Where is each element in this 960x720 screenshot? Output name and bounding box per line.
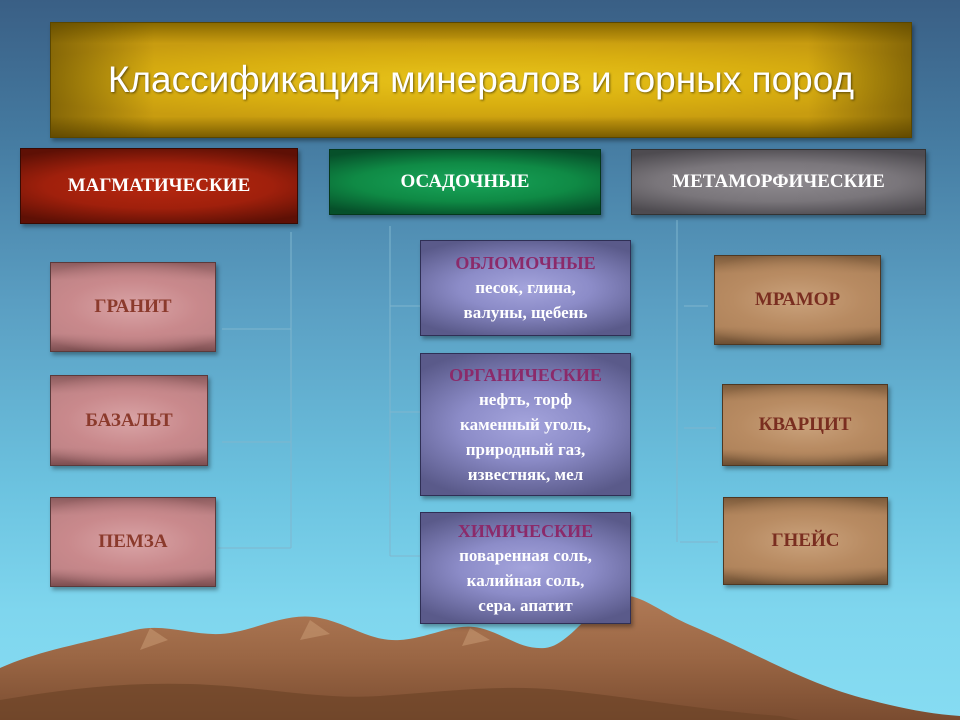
sedimentary-chemical-line: поваренная соль, <box>459 545 592 565</box>
page-title: Классификация минералов и горных пород <box>107 59 855 100</box>
rock-gneiss-label: ГНЕЙС <box>771 530 840 551</box>
rock-quartzite: КВАРЦИТ <box>722 384 888 466</box>
sedimentary-chemical-line: сера. апатит <box>478 595 573 615</box>
category-magmatic: МАГМАТИЧЕСКИЕ <box>20 148 298 224</box>
sedimentary-clastic-line: песок, глина, <box>475 278 576 297</box>
sedimentary-organic-heading: ОРГАНИЧЕСКИЕ <box>449 364 602 385</box>
rock-granite-label: ГРАНИТ <box>94 296 172 317</box>
sedimentary-chemical-line: калийная соль, <box>466 570 585 590</box>
rock-gneiss: ГНЕЙС <box>723 497 888 585</box>
sedimentary-organic-line: нефть, торф <box>479 389 572 409</box>
rock-basalt: БАЗАЛЬТ <box>50 375 208 466</box>
sedimentary-organic-line: природный газ, <box>465 439 586 459</box>
sedimentary-clastic: ОБЛОМОЧНЫЕ песок, глина, валуны, щебень <box>420 240 631 336</box>
sedimentary-clastic-line: валуны, щебень <box>463 303 588 322</box>
category-magmatic-label: МАГМАТИЧЕСКИЕ <box>67 175 251 196</box>
sedimentary-organic-line: известняк, мел <box>467 464 584 484</box>
rock-marble-label: МРАМОР <box>754 289 841 310</box>
rock-basalt-label: БАЗАЛЬТ <box>85 409 173 431</box>
rock-pumice: ПЕМЗА <box>50 497 216 587</box>
sedimentary-organic: ОРГАНИЧЕСКИЕ нефть, торф каменный уголь,… <box>420 353 631 496</box>
rock-marble: МРАМОР <box>714 255 881 345</box>
rock-pumice-label: ПЕМЗА <box>98 531 168 552</box>
sedimentary-organic-line: каменный уголь, <box>460 414 591 434</box>
category-sedimentary-label: ОСАДОЧНЫЕ <box>400 171 530 192</box>
title-banner: Классификация минералов и горных пород <box>50 22 912 138</box>
sedimentary-chemical: ХИМИЧЕСКИЕ поваренная соль, калийная сол… <box>420 512 631 624</box>
rock-quartzite-label: КВАРЦИТ <box>758 414 852 435</box>
rock-granite: ГРАНИТ <box>50 262 216 352</box>
category-metamorphic-label: МЕТАМОРФИЧЕСКИЕ <box>672 171 885 192</box>
sedimentary-chemical-heading: ХИМИЧЕСКИЕ <box>457 520 594 541</box>
category-sedimentary: ОСАДОЧНЫЕ <box>329 149 601 215</box>
category-metamorphic: МЕТАМОРФИЧЕСКИЕ <box>631 149 926 215</box>
sedimentary-clastic-heading: ОБЛОМОЧНЫЕ <box>455 253 596 273</box>
